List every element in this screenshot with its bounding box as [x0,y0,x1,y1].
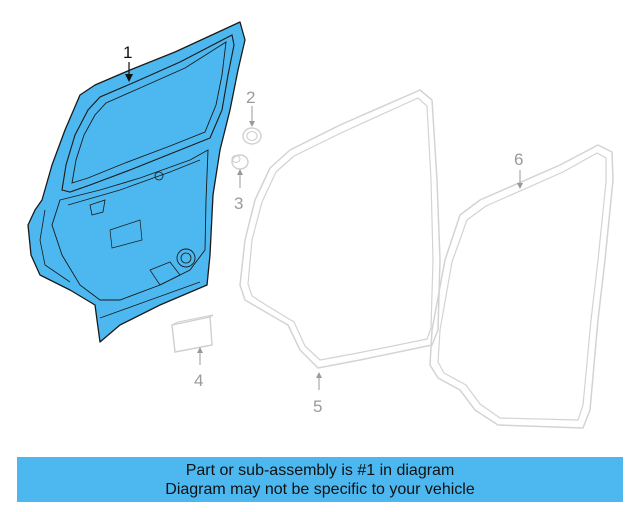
callout-3[interactable]: 3 [234,194,243,213]
callout-5[interactable]: 5 [313,397,322,416]
part-5-weatherstrip[interactable] [239,89,441,369]
part-6-weatherstrip[interactable] [429,144,614,429]
part-1-door-shell[interactable] [27,21,246,343]
callout-6[interactable]: 6 [514,150,523,169]
part-4-pad[interactable] [171,314,214,353]
part-2-grommet[interactable] [242,127,262,145]
callout-4[interactable]: 4 [194,371,203,390]
callout-1[interactable]: 1 [123,43,132,62]
part-3-plug[interactable] [231,154,249,170]
callout-2[interactable]: 2 [246,88,255,107]
leader-lines [125,62,523,390]
banner-line-1: Part or sub-assembly is #1 in diagram [185,462,455,479]
parts-diagram: 1 2 3 4 5 6 [27,21,614,429]
info-banner: Part or sub-assembly is #1 in diagram Di… [17,457,623,502]
banner-line-2: Diagram may not be specific to your vehi… [165,481,475,498]
